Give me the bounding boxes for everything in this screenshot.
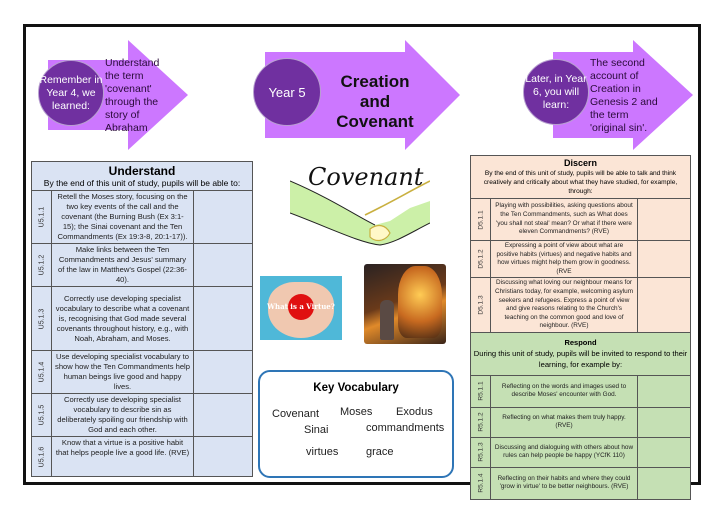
row-code: R5.1.1 (477, 381, 484, 402)
blank-cell (637, 277, 691, 333)
discern-respond-table: Discern By the end of this unit of study… (470, 155, 691, 500)
table-row: D5.1.2 Expressing a point of view about w… (470, 239, 691, 279)
row-code: U5.1.3 (38, 308, 45, 329)
moses-figure (380, 300, 394, 340)
heart-icon (288, 294, 314, 320)
table-row: R5.1.3 Discussing and dialoguing with oth… (470, 436, 691, 468)
discern-subtitle: By the end of this unit of study, pupils… (483, 170, 678, 195)
prior-learning-arrow: Remember in Year 4, we learned: Understa… (38, 40, 188, 150)
table-row: R5.1.4 Reflecting on their habits and whe… (470, 466, 691, 500)
blank-cell (193, 350, 253, 394)
future-learning-arrow: Later, in Year 6, you will learn: The se… (523, 40, 693, 150)
row-code: U5.1.6 (38, 446, 45, 467)
blank-cell (193, 190, 253, 244)
understand-subtitle: By the end of this unit of study, pupils… (43, 178, 241, 188)
blank-cell (193, 436, 253, 477)
respond-subtitle: During this unit of study, pupils will b… (473, 349, 688, 370)
table-row: U5.1.2 Make links between the Ten Command… (31, 243, 253, 287)
year-label: Year 5 (268, 84, 306, 100)
table-row: R5.1.1 Reflecting on the words and images… (470, 374, 691, 408)
row-text: Know that a virtue is a positive habit t… (51, 436, 194, 477)
blank-cell (193, 243, 253, 287)
table-row: U5.1.4 Use developing specialist vocabula… (31, 350, 253, 394)
blank-cell (637, 466, 691, 500)
row-text: Reflecting on the words and images used … (490, 374, 638, 408)
row-code: R5.1.4 (477, 473, 484, 494)
row-text: Correctly use developing specialist voca… (51, 286, 194, 351)
respond-header: Respond During this unit of study, pupil… (470, 331, 691, 376)
row-text: Retell the Moses story, focusing on the … (51, 190, 194, 244)
discern-title: Discern (563, 158, 598, 168)
table-row: U5.1.6 Know that a virtue is a positive h… (31, 436, 253, 477)
row-code: R5.1.2 (477, 412, 484, 433)
table-row: U5.1.1 Retell the Moses story, focusing o… (31, 190, 253, 244)
fire-tree-shape (398, 266, 442, 338)
arrow-shape (265, 40, 460, 150)
row-code: U5.1.1 (38, 206, 45, 228)
row-code: U5.1.5 (38, 404, 45, 426)
table-row: D5.1.3 Discussing what loving our neighbo… (470, 277, 691, 333)
row-text: Reflecting on their habits and where the… (490, 466, 638, 500)
unit-title: Creation and Covenant (336, 72, 414, 131)
discern-header: Discern By the end of this unit of study… (470, 155, 691, 199)
blank-cell (637, 406, 691, 438)
covenant-handshake-image: Covenant (290, 163, 430, 251)
row-code: D5.1.1 (477, 209, 484, 230)
handshake-illustration (290, 180, 430, 246)
vocab-word: Exodus (396, 406, 433, 418)
arrow-shape (553, 40, 693, 150)
blank-cell (637, 436, 691, 468)
blank-cell (193, 286, 253, 351)
vocab-title: Key Vocabulary (313, 382, 399, 394)
row-text: Use developing specialist vocabulary to … (51, 350, 194, 394)
table-row: U5.1.5 Correctly use developing specialis… (31, 393, 253, 437)
row-text: Discussing and dialoguing with others ab… (490, 436, 638, 468)
row-code: D5.1.3 (477, 295, 484, 315)
row-text: Discussing what loving our neighbour mea… (490, 277, 638, 333)
prior-learning-circle: Remember in Year 4, we learned: (38, 60, 104, 126)
vocab-word: virtues (306, 446, 339, 458)
future-learning-circle-text: Later, in Year 6, you will learn: (525, 72, 587, 111)
row-text: Expressing a point of view about what ar… (490, 239, 638, 279)
burning-bush-image (364, 264, 446, 344)
table-row: D5.1.1 Playing with possibilities, asking… (470, 198, 691, 241)
blank-cell (637, 198, 691, 241)
table-row: U5.1.3 Correctly use developing specialis… (31, 286, 253, 351)
prior-learning-circle-text: Remember in Year 4, we learned: (39, 73, 103, 112)
prior-learning-text: Understand the term 'covenant' through t… (105, 57, 160, 134)
future-learning-circle: Later, in Year 6, you will learn: (523, 59, 589, 125)
current-unit-arrow: Year 5 Creation and Covenant (253, 40, 460, 150)
row-code: U5.1.2 (38, 254, 45, 276)
table-row: R5.1.2 Reflecting on what makes them trul… (470, 406, 691, 438)
virtue-caption: What is a Virtue? (267, 302, 335, 311)
blank-cell (637, 374, 691, 408)
row-text: Playing with possibilities, asking quest… (490, 198, 638, 241)
future-learning-text: The second account of Creation in Genesi… (590, 57, 658, 134)
understand-title: Understand (108, 164, 176, 178)
understand-header: Understand By the end of this unit of st… (31, 161, 253, 191)
covenant-script-text: Covenant (308, 163, 424, 191)
vocab-word: commandments (366, 422, 445, 434)
understand-table: Understand By the end of this unit of st… (31, 161, 253, 477)
row-text: Reflecting on what makes them truly happ… (490, 406, 638, 438)
row-code: R5.1.3 (477, 442, 484, 463)
vocab-word: Covenant (272, 408, 320, 420)
row-code: U5.1.4 (38, 361, 45, 383)
vocab-word: grace (366, 446, 394, 458)
row-code: D5.1.2 (477, 249, 484, 269)
row-text: Correctly use developing specialist voca… (51, 393, 194, 437)
virtue-heart-image: What is a Virtue? (260, 276, 342, 340)
year-circle: Year 5 (253, 58, 321, 126)
key-vocabulary-box: Key Vocabulary Covenant Moses Exodus Sin… (258, 370, 454, 478)
row-text: Make links between the Ten Commandments … (51, 243, 194, 287)
blank-cell (637, 239, 691, 279)
vocab-word: Moses (340, 406, 373, 418)
respond-title: Respond (564, 338, 597, 348)
vocab-word: Sinai (304, 424, 329, 436)
blank-cell (193, 393, 253, 437)
